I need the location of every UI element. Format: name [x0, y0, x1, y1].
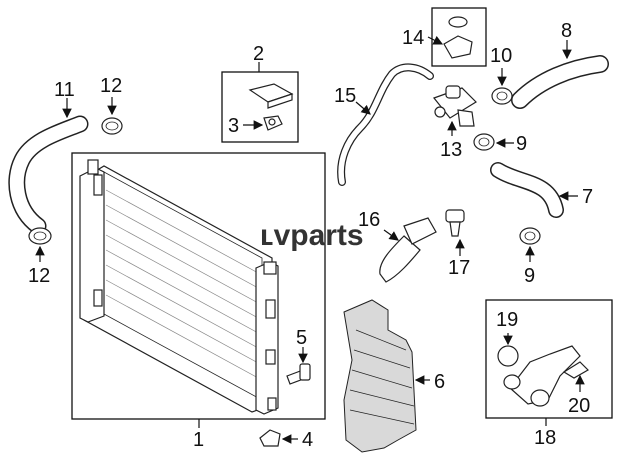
- housing-kit-box: [485, 299, 613, 419]
- callout-15: 15: [334, 85, 356, 107]
- callout-9b: 9: [524, 265, 535, 287]
- clamp-part-12-upper: [101, 97, 123, 135]
- callout-16: 16: [358, 209, 380, 231]
- callout-13: 13: [440, 139, 462, 161]
- radiator-group: [71, 152, 326, 420]
- callout-2: 2: [253, 43, 264, 65]
- callout-12a: 12: [100, 75, 122, 97]
- callout-5: 5: [296, 327, 307, 349]
- cap-kit-box: [431, 7, 487, 67]
- callout-9a: 9: [516, 133, 527, 155]
- callout-20: 20: [568, 395, 590, 417]
- callout-11: 11: [54, 79, 75, 101]
- hose-part-11: [8, 98, 89, 235]
- outlet-part-16: [379, 217, 437, 283]
- callout-18: 18: [534, 427, 556, 449]
- watermark-logo: ʟvparts: [260, 219, 364, 252]
- sensor-part-5: [286, 347, 311, 385]
- housing-kit-group: [485, 299, 613, 419]
- outlet-part-13: [433, 85, 477, 136]
- clamp-part-9-lower: [519, 227, 541, 262]
- clamp-part-12-lower: [28, 227, 52, 262]
- clamp-part-9-upper: [473, 133, 514, 151]
- bracket-kit-group: [221, 71, 299, 143]
- hose-part-8: [511, 40, 609, 109]
- cap-kit-group: [427, 7, 487, 67]
- callout-12b: 12: [28, 265, 50, 287]
- clamp-part-10: [491, 68, 513, 105]
- clip-part-4: [259, 429, 298, 447]
- radiator-illustration: [79, 159, 279, 415]
- hose-part-15: [337, 63, 434, 186]
- callout-8: 8: [561, 20, 572, 42]
- callout-19: 19: [496, 309, 518, 331]
- bracket-kit-box: [221, 71, 299, 143]
- callout-7: 7: [582, 186, 593, 208]
- callout-14: 14: [402, 27, 424, 49]
- callout-3: 3: [228, 115, 239, 137]
- thermostat-part-17: [445, 209, 465, 256]
- callout-1: 1: [193, 429, 204, 451]
- air-guide-part-6: [343, 299, 430, 453]
- callout-6: 6: [434, 371, 445, 393]
- callout-4: 4: [302, 429, 313, 451]
- callout-17: 17: [448, 257, 470, 279]
- callout-10: 10: [490, 45, 512, 67]
- hose-part-7: [490, 162, 578, 218]
